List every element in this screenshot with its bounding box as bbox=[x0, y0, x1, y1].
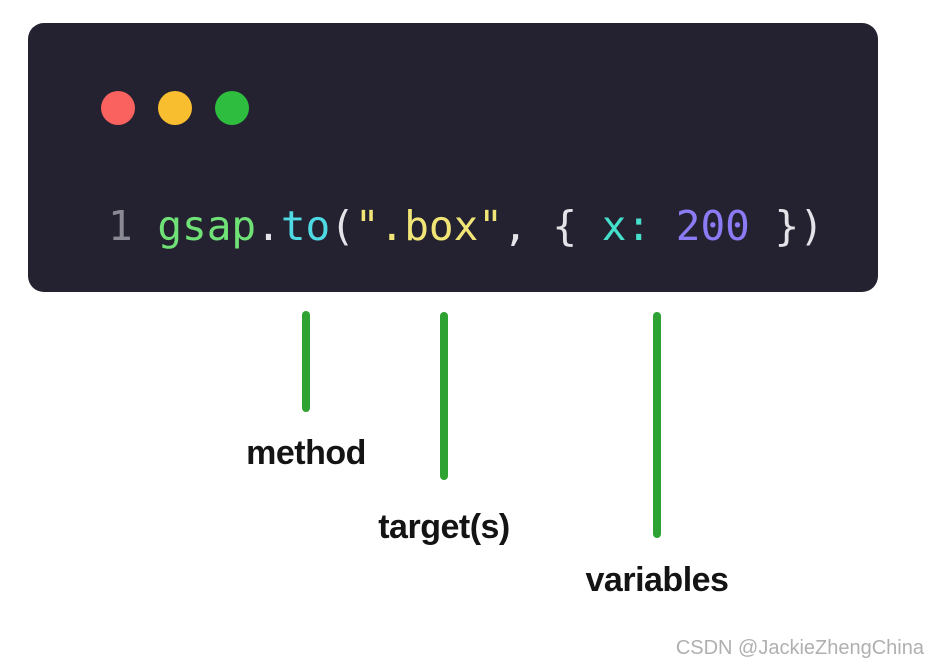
code-token-space bbox=[651, 202, 676, 250]
code-token-object: gsap bbox=[157, 202, 257, 250]
code-token-comma-brace: , { bbox=[502, 202, 602, 250]
code-editor-window: 1 gsap.to(".box", { x: 200 }) bbox=[28, 23, 878, 292]
annotation-label-method: method bbox=[246, 434, 366, 472]
minimize-button-icon[interactable] bbox=[158, 91, 192, 125]
window-controls bbox=[101, 91, 249, 125]
code-token-string: ".box" bbox=[354, 202, 503, 250]
code-token-open-paren: ( bbox=[330, 202, 355, 250]
close-button-icon[interactable] bbox=[101, 91, 135, 125]
code-token-dot: . bbox=[256, 202, 281, 250]
code-token-close: }) bbox=[749, 202, 824, 250]
pointer-line-targets bbox=[440, 312, 448, 480]
annotation-label-targets: target(s) bbox=[378, 508, 510, 546]
code-token-number: 200 bbox=[675, 202, 750, 250]
line-number: 1 bbox=[108, 202, 133, 250]
pointer-line-method bbox=[302, 311, 310, 412]
watermark-text: CSDN @JackieZhengChina bbox=[675, 637, 924, 659]
code-spacer bbox=[133, 202, 158, 250]
code-line: 1 gsap.to(".box", { x: 200 }) bbox=[108, 204, 824, 248]
code-token-method: to bbox=[280, 202, 331, 250]
code-token-property: x: bbox=[601, 202, 652, 250]
zoom-button-icon[interactable] bbox=[215, 91, 249, 125]
pointer-line-variables bbox=[653, 312, 661, 538]
annotation-label-variables: variables bbox=[585, 561, 729, 599]
